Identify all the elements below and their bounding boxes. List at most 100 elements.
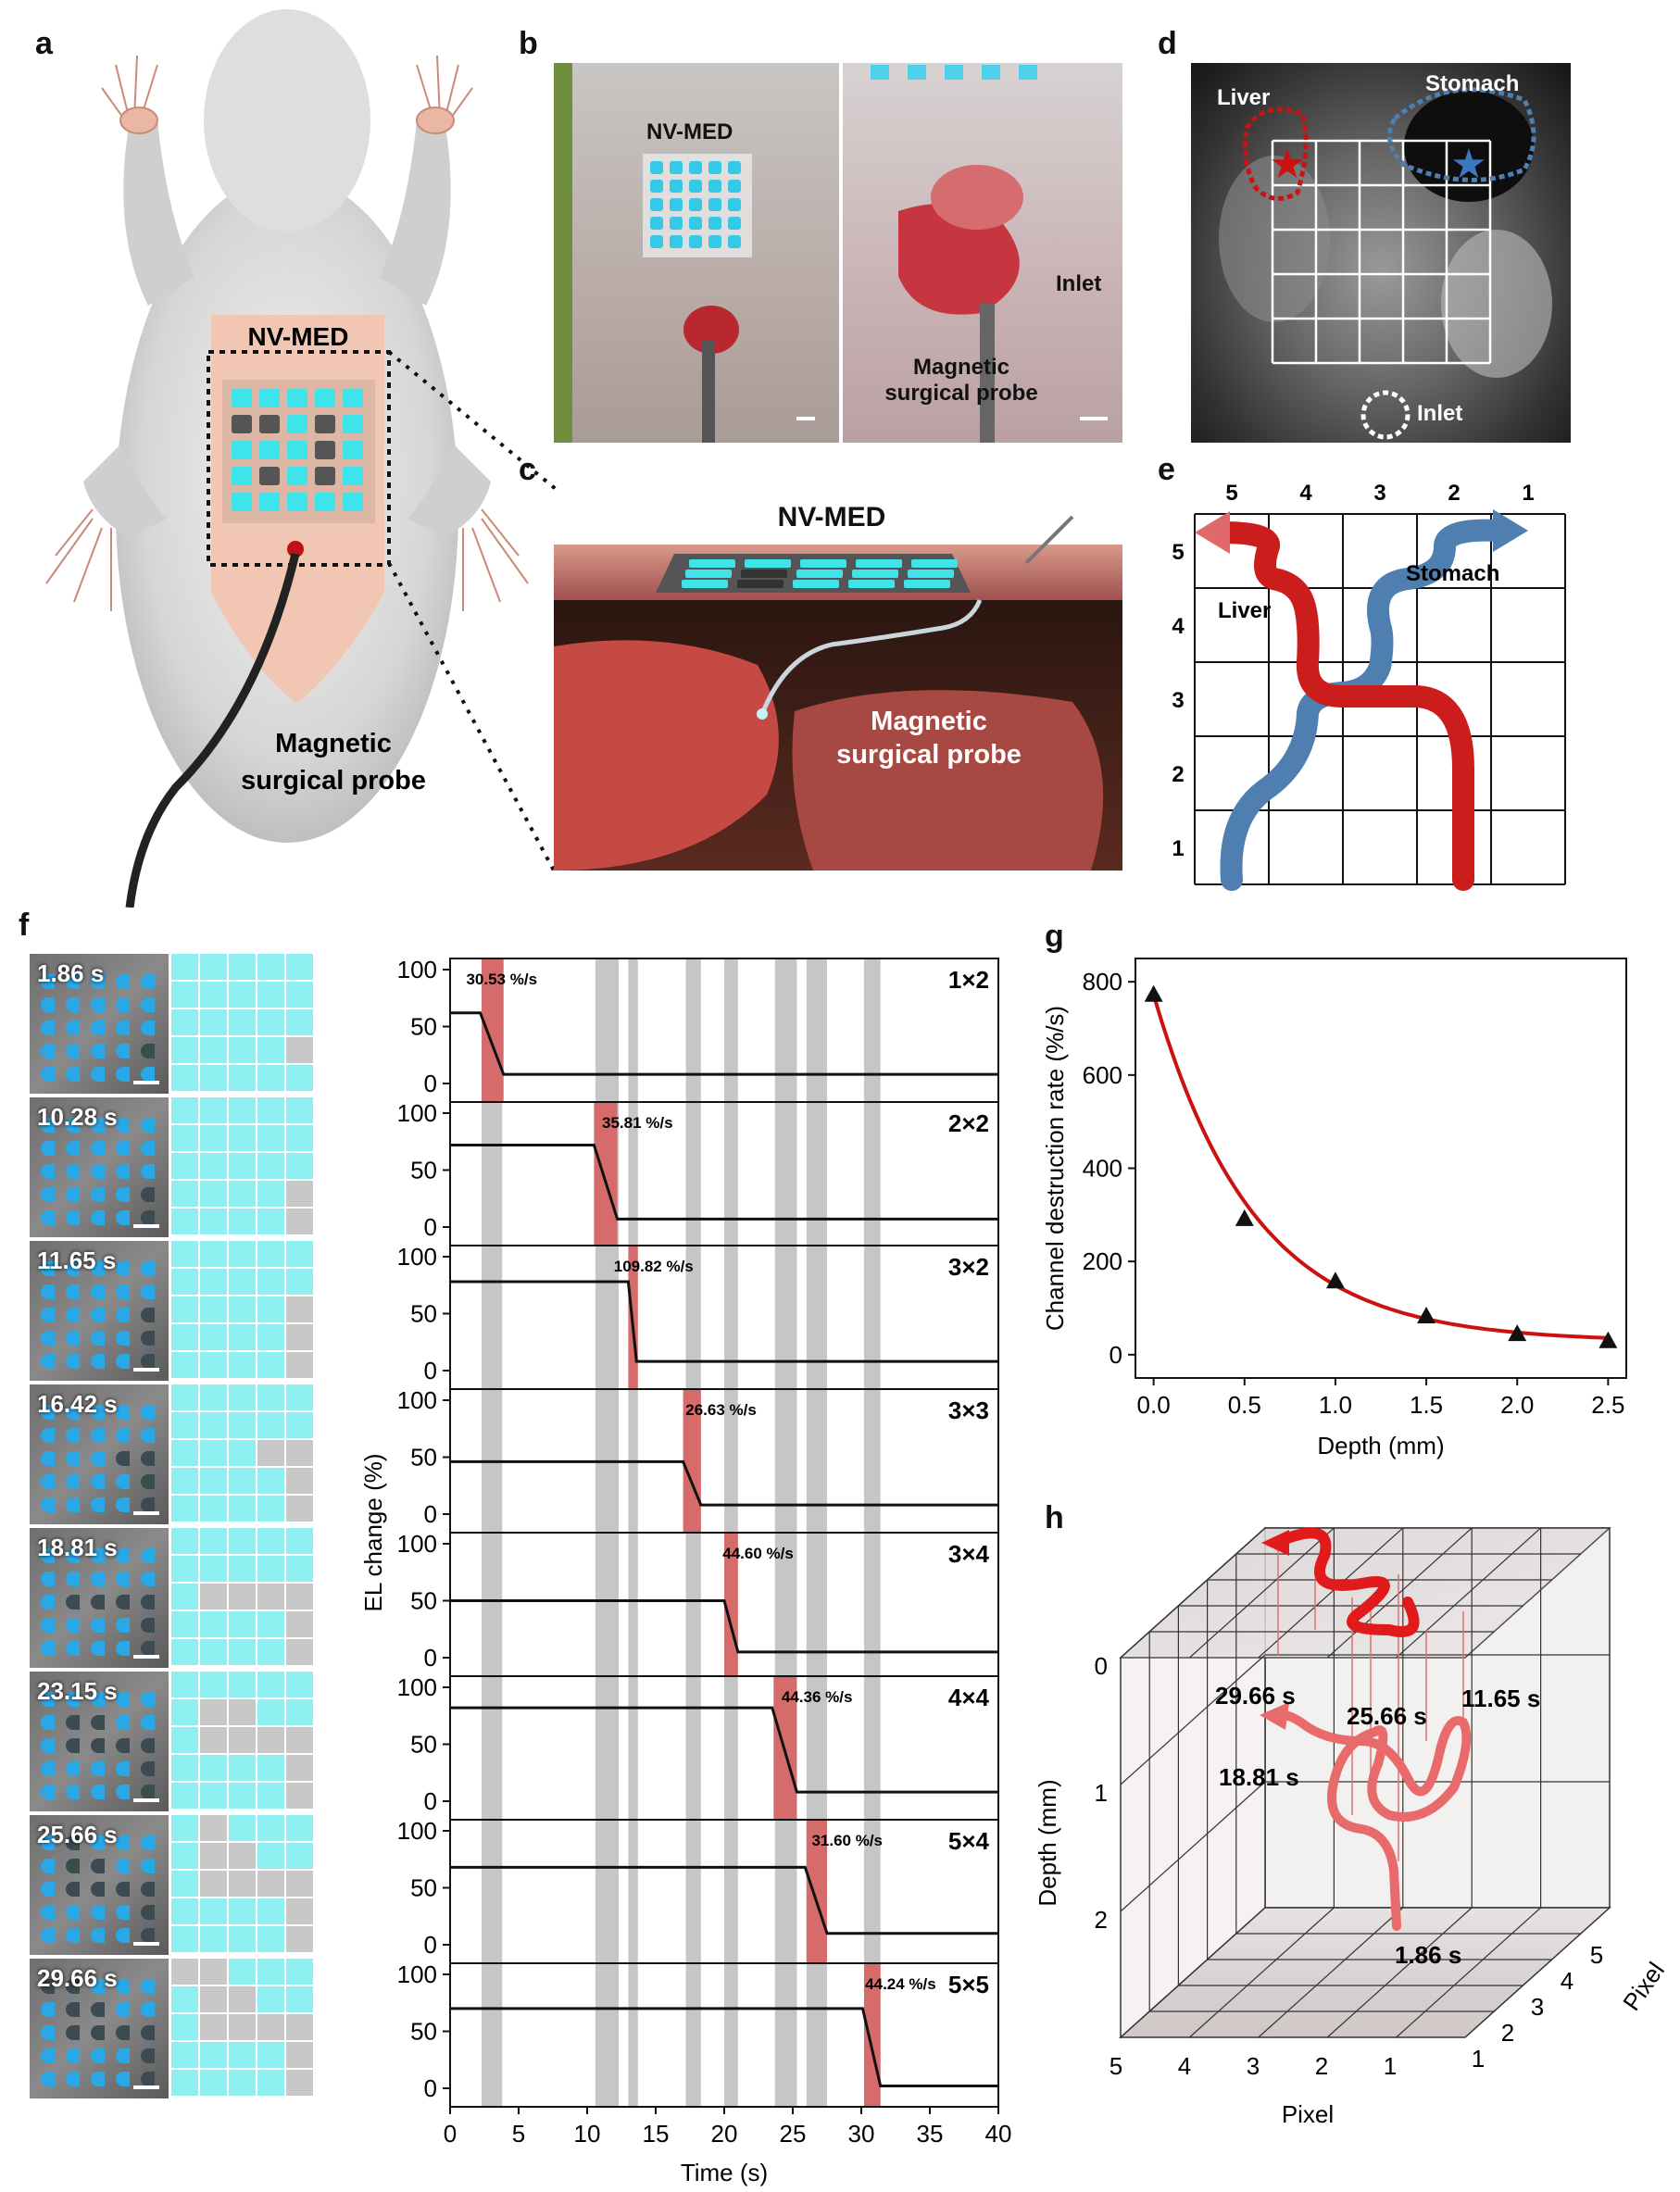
f-y-tick-label: 100 bbox=[397, 956, 437, 983]
array-pixel-on bbox=[232, 493, 252, 511]
probe-label-b-1: Magnetic bbox=[913, 355, 1009, 380]
photo-b-pixel bbox=[708, 180, 721, 193]
stomach-organ bbox=[792, 690, 1104, 871]
device-label-c: NV-MED bbox=[778, 502, 886, 532]
f-red-band bbox=[482, 958, 504, 1102]
h-z-tick: 1 bbox=[1472, 2045, 1485, 2073]
e-row-label: 5 bbox=[1172, 540, 1184, 565]
f-grey-band bbox=[482, 1963, 503, 2107]
h-grid-line bbox=[1396, 1527, 1542, 1659]
array-pixel-on bbox=[232, 441, 252, 459]
f-grey-band bbox=[628, 1102, 638, 1246]
e-row-label: 3 bbox=[1172, 688, 1184, 713]
photo-b-pixel bbox=[689, 180, 702, 193]
photo-b-pixel bbox=[650, 217, 663, 230]
array-pixel-off bbox=[232, 415, 252, 433]
render-c-pixel bbox=[800, 559, 846, 568]
render-c-pixel bbox=[852, 570, 898, 578]
f-y-tick-label: 50 bbox=[410, 1874, 437, 1902]
f-grey-band bbox=[774, 958, 797, 1102]
mri-grid bbox=[1271, 139, 1492, 365]
f-grey-band bbox=[774, 1963, 797, 2107]
f-rate-label: 26.63 %/s bbox=[685, 1401, 757, 1419]
f-rate-label: 31.60 %/s bbox=[811, 1832, 883, 1849]
photo-b-pixel bbox=[728, 180, 741, 193]
f-xlabel: Time (s) bbox=[681, 2159, 768, 2186]
g-xlabel: Depth (mm) bbox=[1317, 1432, 1444, 1459]
photo-b-inlet bbox=[683, 306, 739, 354]
h-z-tick: 2 bbox=[1501, 2019, 1514, 2047]
array-pixel-on bbox=[259, 441, 280, 459]
f-y-tick-label: 0 bbox=[424, 1070, 437, 1097]
f-grey-band bbox=[724, 1389, 738, 1533]
inlet-outline bbox=[1360, 390, 1410, 440]
f-y-tick-label: 50 bbox=[410, 1731, 437, 1759]
e-row-label: 2 bbox=[1172, 762, 1184, 787]
h-x-tick: 2 bbox=[1315, 2052, 1328, 2080]
f-grey-band bbox=[774, 1389, 797, 1533]
photo-b-array bbox=[650, 161, 741, 248]
f-grey-band bbox=[685, 1676, 701, 1820]
f-series-name: 5×4 bbox=[948, 1827, 990, 1855]
render-c-pixel bbox=[908, 570, 954, 578]
photo-b-pixel bbox=[650, 161, 663, 174]
photo-b-pixel bbox=[670, 161, 683, 174]
h-grid-line bbox=[1120, 1781, 1266, 1912]
f-frame-binary-grid bbox=[171, 1384, 315, 1524]
array-pixel-on bbox=[343, 467, 363, 485]
photo-b-pixel bbox=[670, 235, 683, 248]
f-x-tick-label: 40 bbox=[985, 2120, 1012, 2148]
f-frame-photo: 16.42 s bbox=[30, 1384, 169, 1524]
h-xlabel: Pixel bbox=[1282, 2100, 1334, 2128]
mouse-nvmed-array bbox=[232, 389, 363, 511]
g-data-point bbox=[1417, 1307, 1436, 1324]
f-frame-binary-grid bbox=[171, 1097, 315, 1237]
h-depth-tick: 1 bbox=[1095, 1779, 1108, 1807]
f-y-tick-label: 50 bbox=[410, 1444, 437, 1472]
f-y-tick-label: 0 bbox=[424, 1213, 437, 1241]
f-grey-band bbox=[806, 1963, 827, 2107]
f-y-tick-label: 0 bbox=[424, 1357, 437, 1384]
photo-b-pixel bbox=[728, 217, 741, 230]
h-grid-line bbox=[1326, 1527, 1473, 1659]
f-grey-band bbox=[685, 1533, 701, 1676]
f-grey-band bbox=[863, 1676, 881, 1820]
f-grey-band bbox=[685, 1963, 701, 2107]
h-depth-tick: 0 bbox=[1095, 1652, 1108, 1680]
f-y-tick-label: 0 bbox=[424, 2074, 437, 2102]
g-fit-curve bbox=[1151, 994, 1609, 1340]
e-col-label: 1 bbox=[1522, 481, 1534, 506]
liver-path bbox=[1211, 521, 1474, 891]
h-grid-line bbox=[1326, 1907, 1473, 2038]
g-y-tick-label: 200 bbox=[1083, 1247, 1122, 1275]
h-surface-path bbox=[1273, 1527, 1420, 1637]
f-grey-band bbox=[595, 1963, 620, 2107]
photo-b-pixel bbox=[650, 198, 663, 211]
f-red-band bbox=[806, 1820, 827, 1963]
array-pixel-on bbox=[343, 389, 363, 407]
f-grey-band bbox=[863, 1533, 881, 1676]
e-col-label: 3 bbox=[1373, 481, 1385, 506]
probe-cable bbox=[125, 552, 300, 908]
f-grey-band bbox=[595, 958, 620, 1102]
f-y-tick-label: 0 bbox=[424, 1931, 437, 1959]
g-x-tick-label: 1.5 bbox=[1410, 1391, 1443, 1419]
render-c-pixel bbox=[745, 559, 791, 568]
h-x-tick: 1 bbox=[1384, 2052, 1397, 2080]
f-grey-band bbox=[724, 1676, 738, 1820]
h-depth-tick: 2 bbox=[1095, 1906, 1108, 1934]
f-grey-band bbox=[863, 1246, 881, 1389]
render-c-pixel bbox=[856, 559, 902, 568]
probe-label-a-1: Magnetic bbox=[275, 729, 392, 758]
liver-label-d: Liver bbox=[1217, 85, 1270, 110]
render-c-pixel bbox=[796, 570, 843, 578]
f-grey-band bbox=[774, 1820, 797, 1963]
f-grey-band bbox=[595, 1820, 620, 1963]
f-y-tick-label: 50 bbox=[410, 1157, 437, 1184]
f-grey-band bbox=[863, 958, 881, 1102]
f-frame-binary-grid bbox=[171, 1672, 315, 1811]
f-grey-band bbox=[628, 1676, 638, 1820]
f-grey-band bbox=[595, 1676, 620, 1820]
